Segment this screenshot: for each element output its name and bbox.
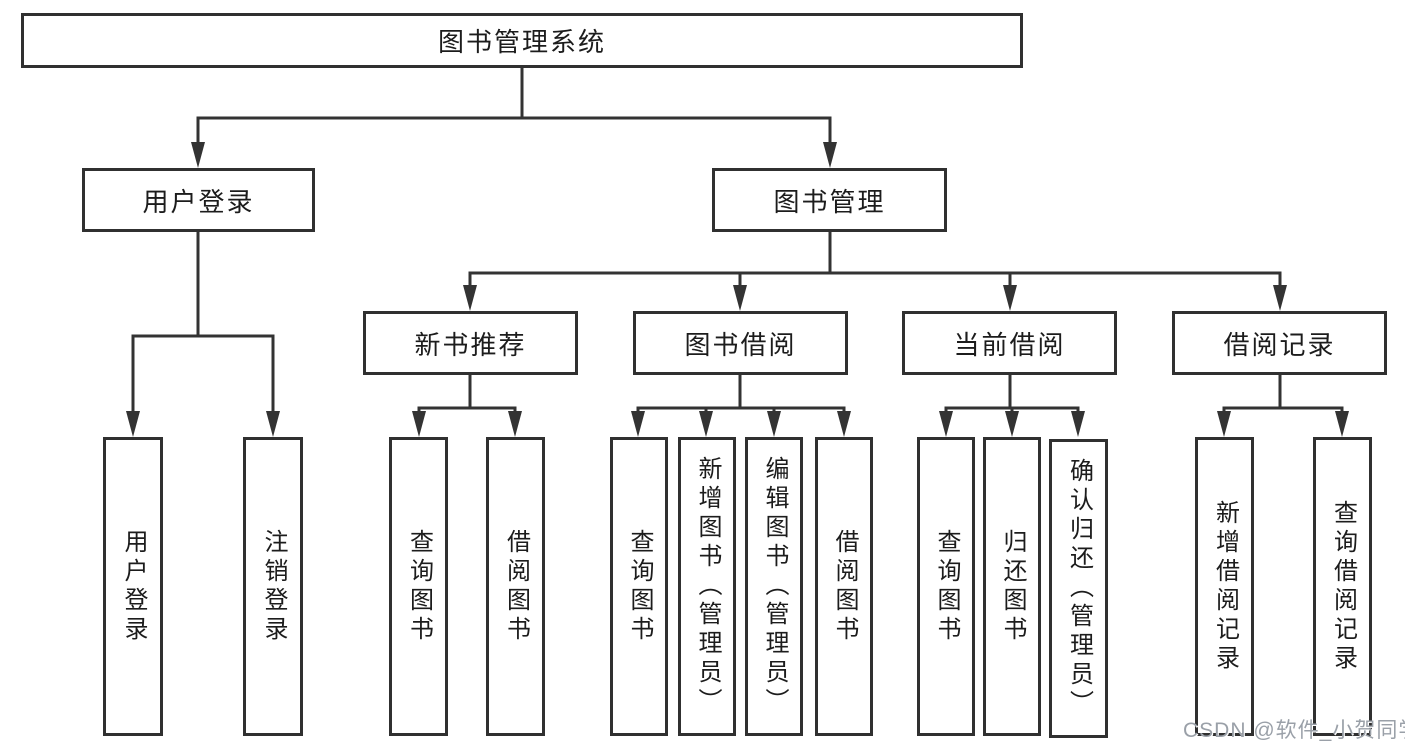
watermark: CSDN @软件_小贺同学 [1183, 719, 1405, 742]
node-label: 查询借阅记录 [1329, 499, 1357, 674]
node-label: 借阅记录 [1223, 329, 1336, 360]
node-label: 注销登录 [260, 528, 287, 645]
node-label: 新增图书（管理员） [694, 456, 721, 717]
leaf-user-login: 用户登录 [103, 437, 163, 736]
node-label: 图书借阅 [684, 329, 797, 360]
node-book-borrow: 图书借阅 [633, 311, 848, 375]
leaf-confirm-return: 确认归还（管理员） [1049, 439, 1108, 738]
node-label: 新增借阅记录 [1211, 499, 1239, 674]
node-label: 新书推荐 [414, 329, 527, 360]
node-label: 图书管理系统 [437, 27, 606, 57]
node-label: 确认归还（管理员） [1065, 458, 1093, 719]
leaf-logout: 注销登录 [243, 437, 303, 736]
node-current-borrow: 当前借阅 [902, 311, 1117, 375]
node-label: 归还图书 [999, 528, 1026, 645]
node-label: 用户登录 [120, 528, 147, 645]
leaf-return-book: 归还图书 [983, 437, 1041, 736]
node-label: 用户登录 [142, 186, 255, 217]
leaf-query-borrow-record: 查询借阅记录 [1313, 437, 1372, 736]
leaf-query-book-1: 查询图书 [389, 437, 448, 736]
node-label: 查询图书 [933, 528, 960, 645]
leaf-add-book: 新增图书（管理员） [678, 437, 736, 736]
leaf-borrow-book-2: 借阅图书 [815, 437, 873, 736]
node-root: 图书管理系统 [21, 13, 1023, 68]
node-label: 查询图书 [626, 528, 653, 645]
node-book-management: 图书管理 [712, 168, 947, 232]
leaf-borrow-book-1: 借阅图书 [486, 437, 545, 736]
node-user-login: 用户登录 [82, 168, 315, 232]
node-label: 图书管理 [773, 186, 886, 217]
node-new-book-recommend: 新书推荐 [363, 311, 578, 375]
node-borrow-records: 借阅记录 [1172, 311, 1387, 375]
leaf-query-book-3: 查询图书 [917, 437, 975, 736]
leaf-add-borrow-record: 新增借阅记录 [1195, 437, 1254, 736]
node-label: 编辑图书（管理员） [761, 456, 788, 717]
node-label: 查询图书 [405, 528, 433, 645]
node-label: 借阅图书 [831, 528, 858, 645]
node-label: 借阅图书 [502, 528, 530, 645]
node-label: 当前借阅 [953, 329, 1066, 360]
leaf-query-book-2: 查询图书 [610, 437, 668, 736]
leaf-edit-book: 编辑图书（管理员） [745, 437, 803, 736]
